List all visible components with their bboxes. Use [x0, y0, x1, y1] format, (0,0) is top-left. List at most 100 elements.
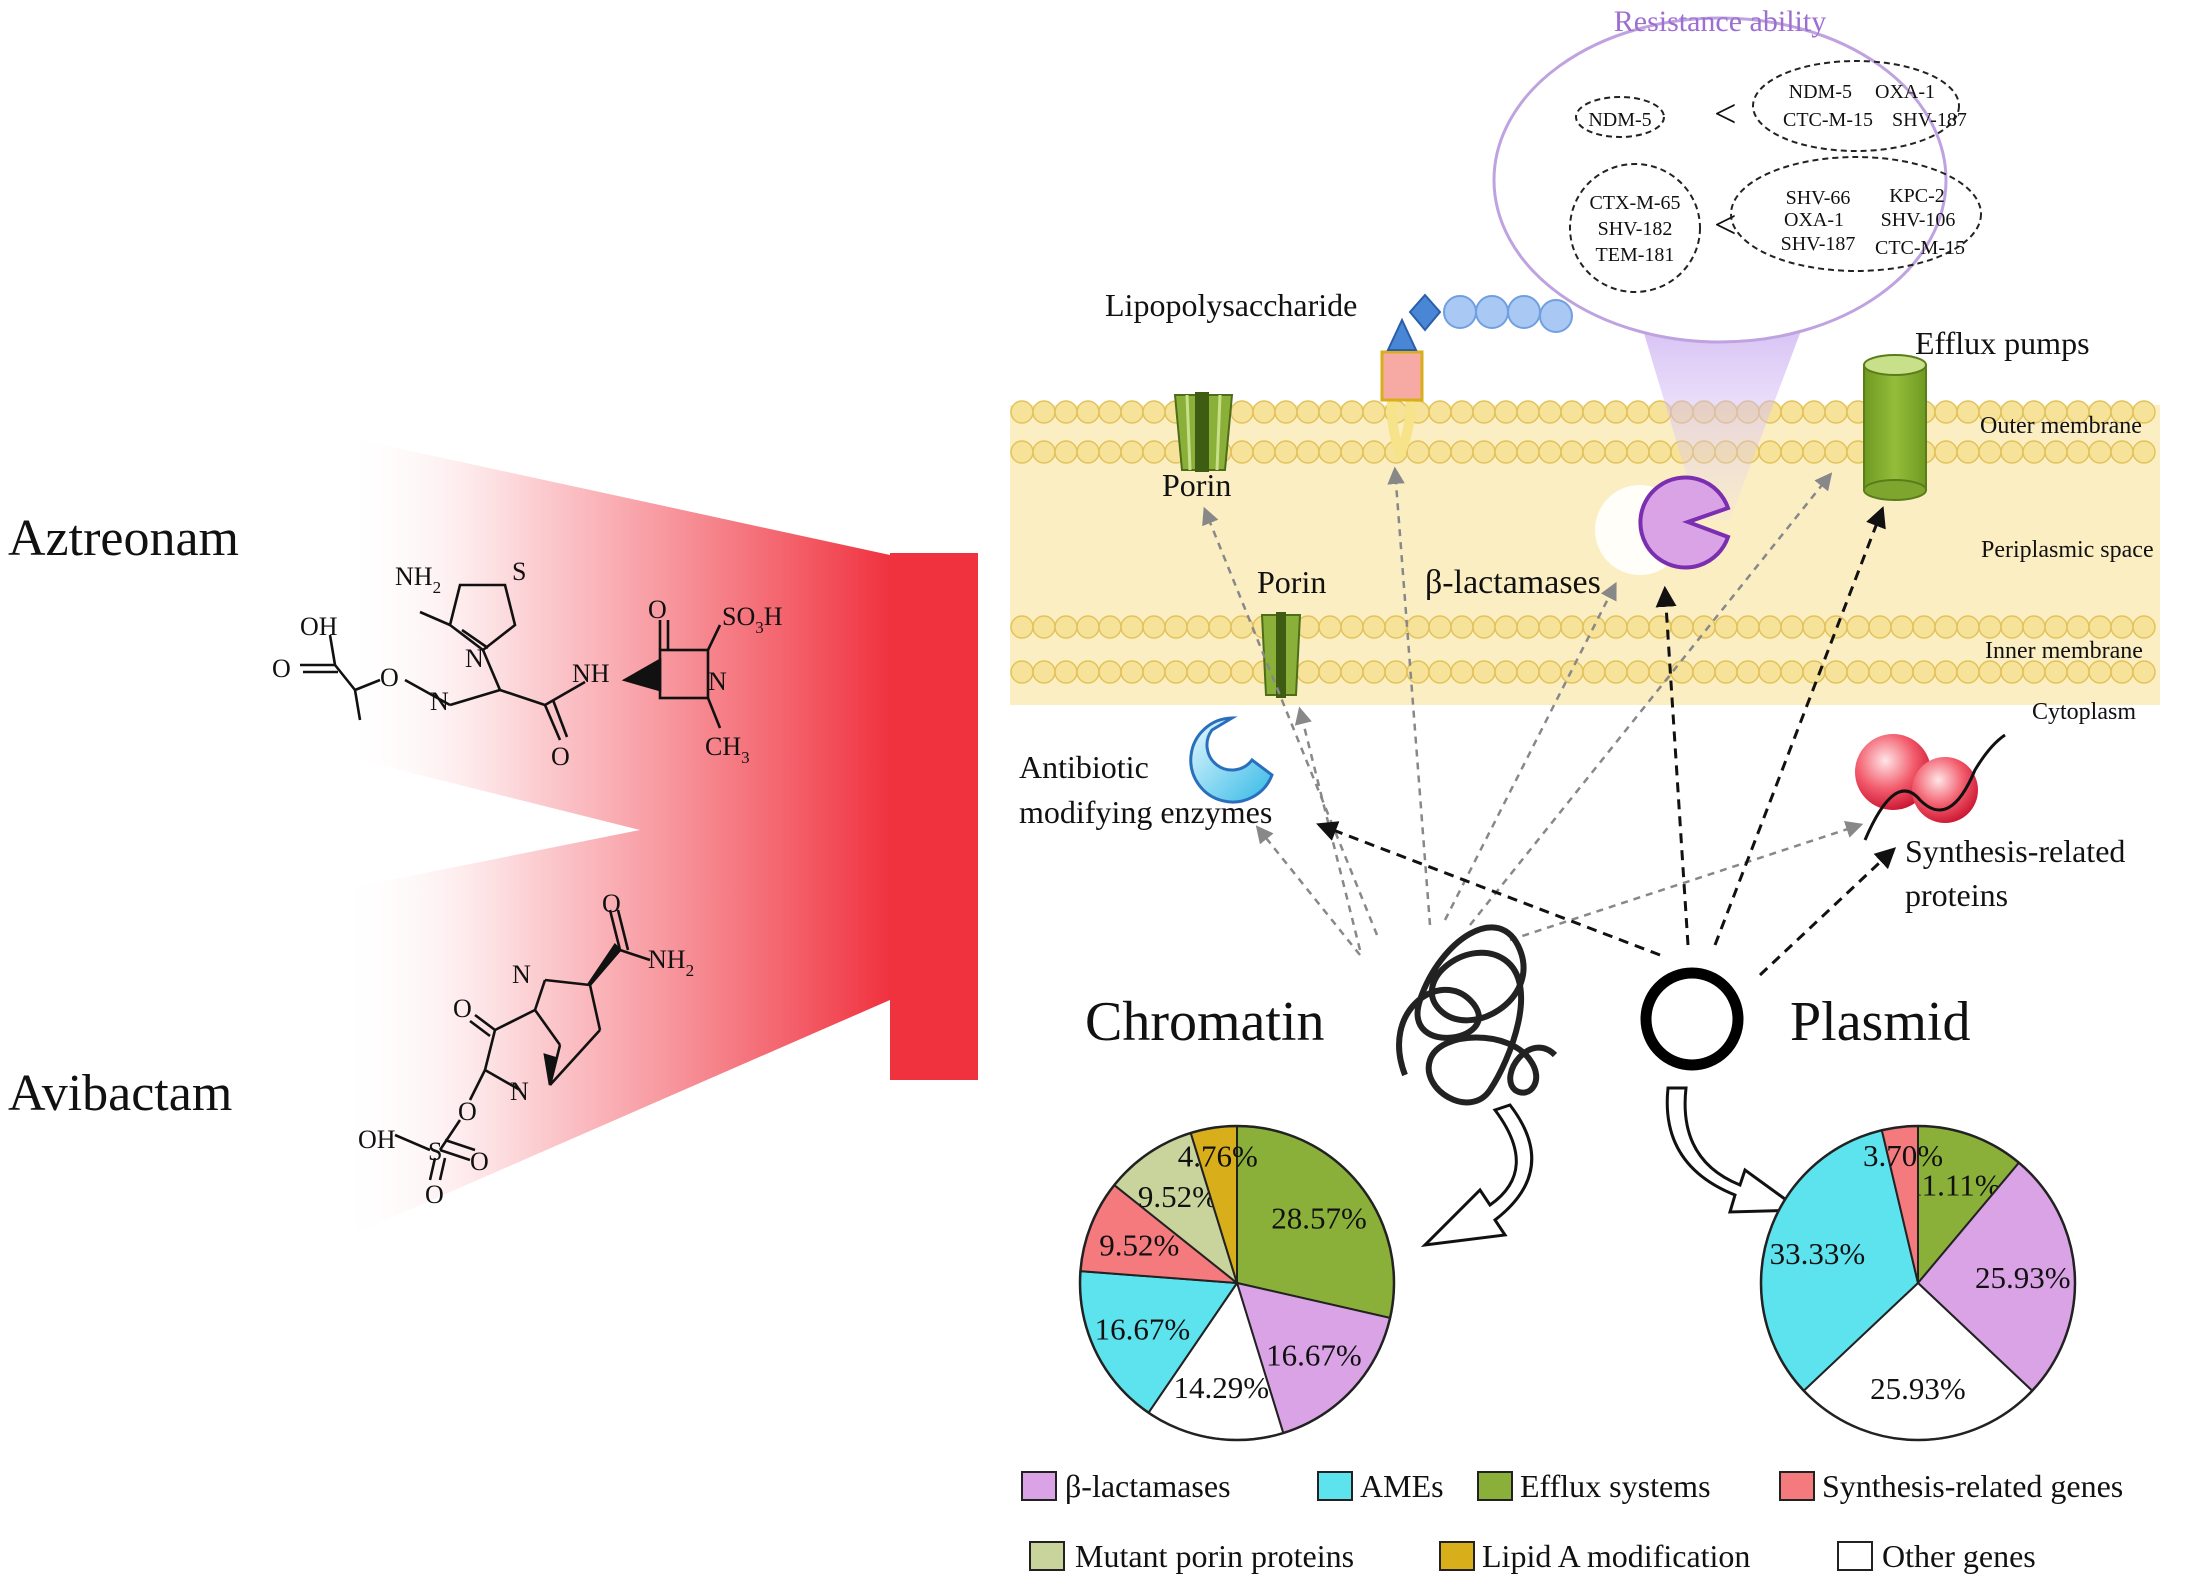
- membrane-bead: [1340, 440, 1364, 464]
- membrane-bead: [1010, 615, 1034, 639]
- legend-label-other: Other genes: [1882, 1538, 2036, 1574]
- membrane-bead: [2088, 440, 2112, 464]
- legend-swatch-mutant-porin: [1029, 1541, 1065, 1571]
- membrane-bead: [1076, 615, 1100, 639]
- membrane-bead: [1714, 660, 1738, 684]
- legend-swatch-beta-lactamases: [1021, 1471, 1057, 1501]
- efflux-pumps-label: Efflux pumps: [1915, 325, 2090, 361]
- avibactam-label: Avibactam: [8, 1065, 232, 1122]
- membrane-bead: [1780, 660, 1804, 684]
- membrane-bead: [2066, 615, 2090, 639]
- legend-label-mutant-porin: Mutant porin proteins: [1075, 1538, 1354, 1574]
- membrane-bead: [1758, 660, 1782, 684]
- atom-n-bridge: N: [512, 960, 531, 989]
- membrane-bead: [1582, 660, 1606, 684]
- atom-n-oxime: N: [430, 687, 449, 716]
- atom-o-amide: O: [551, 742, 570, 771]
- membrane-bead: [1428, 440, 1452, 464]
- antibiotic-label-line1: Antibiotic: [1019, 749, 1149, 785]
- membrane-bead: [1428, 400, 1452, 424]
- group2-less-than: <: [1714, 202, 1737, 247]
- membrane-bead: [2110, 660, 2134, 684]
- membrane-bead: [1362, 615, 1386, 639]
- membrane-bead: [1054, 615, 1078, 639]
- thiazole-ring: [448, 583, 517, 652]
- atom-o-carbonyl: O: [602, 889, 621, 918]
- membrane-bead: [1318, 660, 1342, 684]
- membrane-bead: [1054, 440, 1078, 464]
- membrane-bead: [1384, 660, 1408, 684]
- membrane-bead: [1142, 615, 1166, 639]
- legend-swatch-other: [1837, 1541, 1873, 1571]
- atom-o-sulfonyl2: O: [470, 1147, 489, 1176]
- pie-label: 25.93%: [1870, 1371, 1966, 1406]
- membrane-bead: [1626, 440, 1650, 464]
- membrane-bead: [1318, 615, 1342, 639]
- membrane-bead: [1362, 660, 1386, 684]
- membrane-bead: [1428, 660, 1452, 684]
- membrane-bead: [1912, 660, 1936, 684]
- membrane-bead: [1824, 440, 1848, 464]
- membrane-bead: [1780, 615, 1804, 639]
- aztreonam-atoms: NH2 S N OH O O N O NH O N SO3H CH3: [272, 557, 783, 771]
- membrane-bead: [1032, 440, 1056, 464]
- membrane-bead: [1164, 615, 1188, 639]
- membrane-bead: [1010, 440, 1034, 464]
- membrane-bead: [1318, 440, 1342, 464]
- membrane-bead: [1736, 615, 1760, 639]
- group1-right-item-1: NDM-5: [1789, 81, 1852, 103]
- membrane-bead: [1406, 440, 1430, 464]
- atom-nh2: NH2: [395, 562, 441, 597]
- membrane-bead: [1648, 440, 1672, 464]
- membrane-bead: [1626, 400, 1650, 424]
- legend-swatch-ames: [1317, 1471, 1353, 1501]
- membrane-bead: [2044, 440, 2068, 464]
- pie-label: 16.67%: [1095, 1312, 1191, 1347]
- legend-label-lipid-a: Lipid A modification: [1482, 1538, 1750, 1574]
- pie-outline: [1078, 1124, 1396, 1442]
- legend-swatch-efflux: [1477, 1471, 1513, 1501]
- membrane-bead: [2066, 660, 2090, 684]
- membrane-bead: [1670, 615, 1694, 639]
- membrane-bead: [1450, 400, 1474, 424]
- membrane-bead: [1208, 615, 1232, 639]
- membrane-bead: [2066, 440, 2090, 464]
- drug-beam: [340, 440, 978, 1240]
- pie-label: 28.57%: [1271, 1201, 1367, 1236]
- membrane-bead: [2000, 440, 2024, 464]
- membrane-bead: [2088, 615, 2112, 639]
- membrane-bead: [1780, 440, 1804, 464]
- membrane-bead: [1274, 400, 1298, 424]
- plasmid-ring: [1640, 967, 1744, 1071]
- pie-label: 9.52%: [1138, 1179, 1218, 1214]
- pie-label: 16.67%: [1266, 1337, 1362, 1372]
- pie-label: 25.93%: [1975, 1260, 2071, 1295]
- membrane-bead: [1846, 615, 1870, 639]
- membrane-bead: [1956, 400, 1980, 424]
- porin-inner-label: Porin: [1257, 564, 1326, 600]
- arrows-black: [1316, 506, 1897, 977]
- membrane-bead: [1978, 615, 2002, 639]
- membrane-bead: [1692, 660, 1716, 684]
- membrane-bead: [2000, 660, 2024, 684]
- membrane-bead: [2022, 660, 2046, 684]
- group2-right-ellipse: [1730, 156, 1982, 272]
- membrane-bead: [1472, 440, 1496, 464]
- atom-s: S: [512, 557, 526, 586]
- membrane-bead: [2044, 615, 2068, 639]
- efflux-pump-icon: [1863, 354, 1927, 501]
- membrane-bead: [1472, 615, 1496, 639]
- membrane-bead: [1670, 660, 1694, 684]
- resistance-title: Resistance ability: [1614, 5, 1826, 38]
- legend-label-beta-lactamases: β-lactamases: [1065, 1468, 1231, 1504]
- plasmid-label: Plasmid: [1790, 991, 1970, 1053]
- atom-s: S: [428, 1137, 442, 1166]
- membrane-bead: [1582, 400, 1606, 424]
- membrane-bead: [2044, 660, 2068, 684]
- membrane-bead: [1142, 440, 1166, 464]
- pie-chart-plasmid: 11.11%25.93%25.93%33.33%3.70%: [1759, 1124, 2077, 1442]
- membrane-bead: [1230, 440, 1254, 464]
- pie-label: 33.33%: [1770, 1236, 1866, 1271]
- membrane-bead: [1296, 660, 1320, 684]
- cytoplasm-label: Cytoplasm: [2032, 699, 2136, 725]
